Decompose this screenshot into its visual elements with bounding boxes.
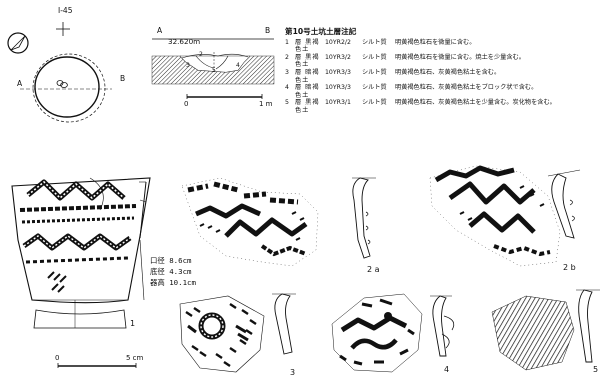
layer-description: 明黄褐色粒石を微量に含む。焼土を少量含む。 <box>395 53 525 61</box>
section-elevation: 32.620m <box>168 37 200 46</box>
layer-texture: シルト質 <box>362 84 387 92</box>
legend-row-4: 4 層 暗褐色土 10YR3/3 シルト質 明黄褐色粒石、灰黄褐色粘土をブロック… <box>285 84 597 99</box>
sherd-5 <box>491 295 575 371</box>
figure-number-3: 3 <box>290 368 295 376</box>
layer-number: 5 <box>285 99 289 107</box>
layer-number: 2 <box>285 53 289 61</box>
legend-title: 第10号土坑土層注記 <box>285 27 357 36</box>
sherd-3-profile <box>272 293 296 355</box>
pottery-vessel-1 <box>11 177 151 329</box>
figure-number-1: 1 <box>130 319 135 328</box>
section-scale-end: 1 m <box>259 100 273 108</box>
section-layer-5: 5 <box>212 67 216 74</box>
plan-label-a: A <box>17 79 23 88</box>
layer-name: 層 黒褐色土 <box>295 38 320 54</box>
pit-plan <box>20 53 112 123</box>
layer-name: 層 黒褐色土 <box>295 99 320 114</box>
legend-row-2: 2 層 黒褐色土 10YR3/2 シルト質 明黄褐色粒石を微量に含む。焼土を少量… <box>285 54 597 69</box>
base-diameter: 底径 4.3cm <box>150 267 192 276</box>
grid-label: I-45 <box>58 6 73 15</box>
section-profile <box>151 52 275 85</box>
section-label-b: B <box>265 26 270 35</box>
layer-color-code: 10YR3/1 <box>325 99 351 107</box>
north-arrow-icon <box>7 32 29 54</box>
layer-color-code: 10YR2/2 <box>325 38 351 46</box>
figure-number-4: 4 <box>444 365 449 374</box>
layer-color-code: 10YR3/2 <box>325 53 351 61</box>
section-layer-4: 4 <box>236 62 240 69</box>
sherd-2b <box>429 165 561 267</box>
rim-diameter: 口径 8.6cm <box>150 256 192 265</box>
layer-texture: シルト質 <box>362 99 387 107</box>
layer-color-code: 10YR3/3 <box>325 68 351 76</box>
layer-texture: シルト質 <box>362 38 387 46</box>
figure-number-5: 5 <box>593 365 598 374</box>
section-layer-3: 3 <box>186 62 190 69</box>
grid-cross-icon <box>56 22 70 36</box>
layer-number: 4 <box>285 84 289 92</box>
layer-name: 層 黒褐色土 <box>295 53 320 69</box>
section-layer-2: 2 <box>199 51 203 58</box>
sherd-3 <box>179 295 265 373</box>
vessel-scale-bar <box>57 363 137 368</box>
sherd-2a <box>181 177 319 267</box>
layer-name: 層 暗褐色土 <box>295 84 320 99</box>
vessel-height: 器高 10.1cm <box>150 278 196 287</box>
layer-texture: シルト質 <box>362 53 387 61</box>
layer-number: 3 <box>285 68 289 76</box>
sherd-4 <box>331 293 423 373</box>
vessel-dimensions: 口径 8.6cm 底径 4.3cm 器高 10.1cm <box>150 255 196 288</box>
layer-color-code: 10YR3/3 <box>325 84 351 92</box>
section-label-a: A <box>157 26 163 35</box>
sherd-4-profile <box>430 295 455 357</box>
vessel-scale-zero: 0 <box>55 354 59 362</box>
sherd-2b-profile <box>547 169 581 239</box>
layer-description: 明黄褐色粒石、灰黄褐色粘土を少量含む。炭化物を含む。 <box>395 99 556 107</box>
layer-description: 明黄褐色粒石、灰黄褐色粘土を含む。 <box>395 68 501 76</box>
sherd-5-profile <box>576 289 600 363</box>
figure-number-2a: 2 a <box>367 265 380 274</box>
layer-number: 1 <box>285 38 289 46</box>
layer-description: 明黄褐色粒石、灰黄褐色粘土をブロック状で含む。 <box>395 84 538 92</box>
layer-texture: シルト質 <box>362 68 387 76</box>
figure-number-2b: 2 b <box>563 263 576 272</box>
sherd-2a-profile <box>352 177 376 259</box>
section-scale-bar <box>186 94 263 99</box>
soil-layer-legend: 第10号土坑土層注記 1 層 黒褐色土 10YR2/2 シルト質 明黄褐色粒石を… <box>285 28 597 115</box>
layer-name: 層 暗褐色土 <box>295 68 320 84</box>
section-scale-zero: 0 <box>184 100 188 108</box>
vessel-scale-end: 5 cm <box>126 354 144 362</box>
legend-row-3: 3 層 暗褐色土 10YR3/3 シルト質 明黄褐色粒石、灰黄褐色粘土を含む。 <box>285 69 597 84</box>
legend-row-5: 5 層 黒褐色土 10YR3/1 シルト質 明黄褐色粒石、灰黄褐色粘土を少量含む… <box>285 99 597 114</box>
plan-label-b: B <box>120 74 125 83</box>
legend-row-1: 1 層 黒褐色土 10YR2/2 シルト質 明黄褐色粒石を微量に含む。 <box>285 39 597 54</box>
layer-description: 明黄褐色粒石を微量に含む。 <box>395 38 476 46</box>
